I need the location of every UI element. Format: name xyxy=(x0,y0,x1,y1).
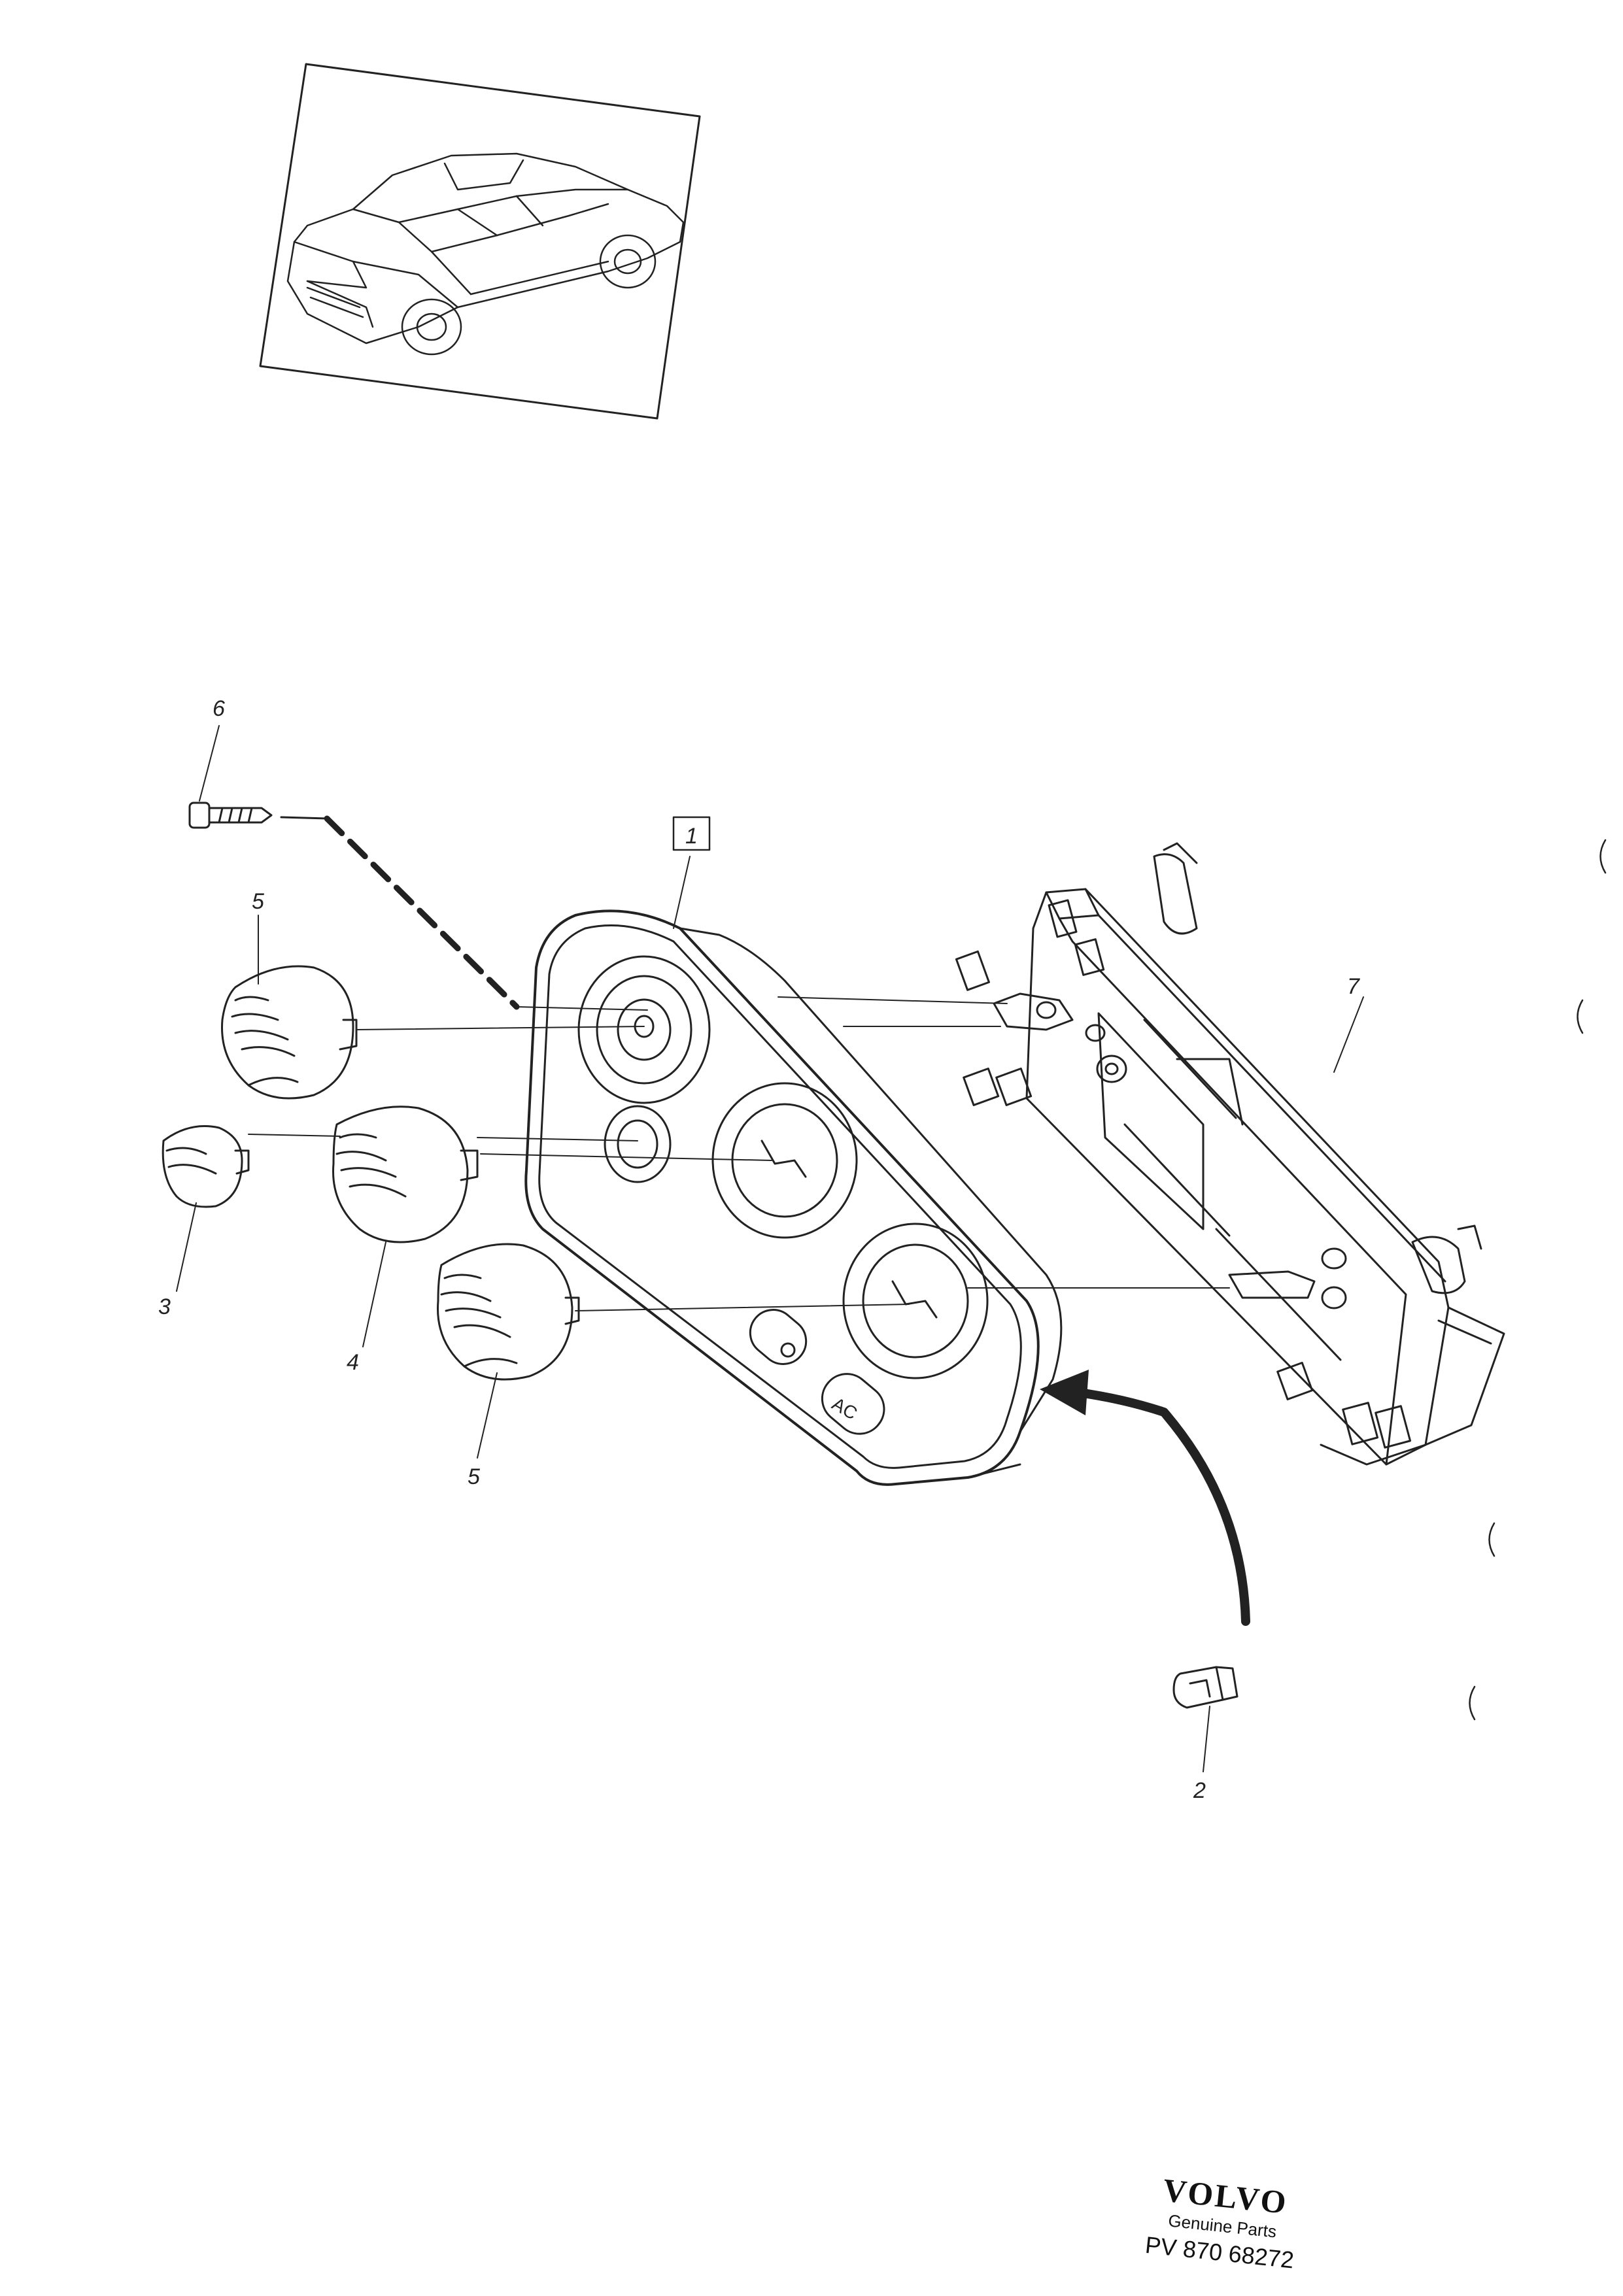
screw-dashed-leader xyxy=(324,815,520,1010)
bulb-part-2 xyxy=(1172,1666,1239,1709)
margin-marks xyxy=(1469,839,1607,1721)
knob-part-4 xyxy=(332,1106,479,1243)
callout-part-1: 1 xyxy=(685,824,698,849)
knob-part-5-bottom xyxy=(437,1243,580,1381)
screw-part-6 xyxy=(188,802,328,829)
callout-part-3: 3 xyxy=(158,1294,171,1319)
callout-box-part-1 xyxy=(672,816,711,851)
vehicle-thumbnail xyxy=(259,63,701,420)
callout-part-2: 2 xyxy=(1193,1778,1206,1803)
bulb-install-arrow xyxy=(1074,1388,1250,1626)
assembly-leaders xyxy=(248,996,1230,1311)
callout-part-5-top: 5 xyxy=(252,889,264,914)
bulb-arrow-head xyxy=(1040,1370,1089,1415)
callout-part-4: 4 xyxy=(347,1350,359,1375)
knob-part-3 xyxy=(162,1125,250,1208)
callout-part-5-bottom: 5 xyxy=(468,1464,480,1489)
rear-frame-part-7 xyxy=(955,842,1505,1466)
callout-part-7: 7 xyxy=(1347,974,1360,999)
knob-part-5-top xyxy=(221,965,358,1100)
callout-leaders xyxy=(176,725,1364,1772)
control-panel-part-1 xyxy=(524,909,1063,1486)
callout-part-6: 6 xyxy=(213,696,225,721)
